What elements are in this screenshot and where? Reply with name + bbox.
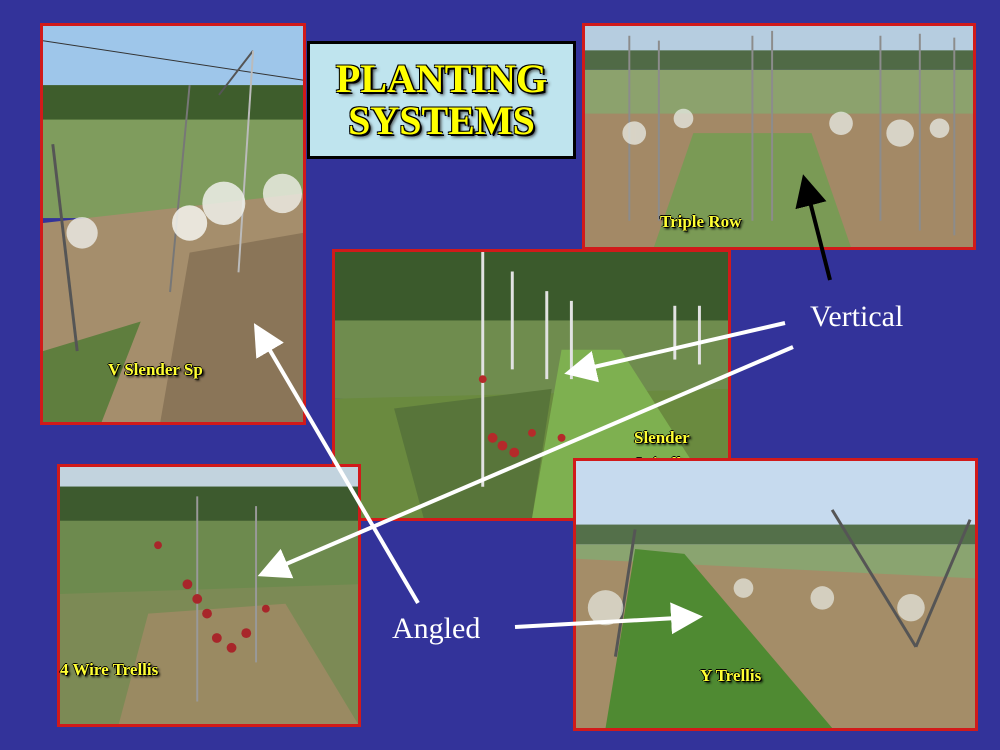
caption-y-trellis: Y Trellis bbox=[700, 666, 762, 685]
orchard-image bbox=[585, 26, 973, 247]
title-line-1: PLANTING bbox=[335, 56, 548, 101]
title-box: PLANTING SYSTEMS bbox=[307, 41, 576, 159]
label-vertical: Vertical bbox=[810, 300, 904, 333]
label-angled: Angled bbox=[392, 612, 481, 645]
photo-triple-row bbox=[582, 23, 976, 250]
caption-triple-row: Triple Row bbox=[660, 212, 742, 231]
orchard-image bbox=[576, 461, 975, 728]
caption-four-wire: 4 Wire Trellis bbox=[60, 660, 159, 679]
caption-slender-spindle-1: Slender bbox=[634, 428, 690, 447]
orchard-image bbox=[60, 467, 358, 724]
title-line-2: SYSTEMS bbox=[348, 98, 535, 143]
photo-y-trellis bbox=[573, 458, 978, 731]
caption-v-slender: V Slender Sp bbox=[108, 360, 203, 379]
photo-four-wire bbox=[57, 464, 361, 727]
